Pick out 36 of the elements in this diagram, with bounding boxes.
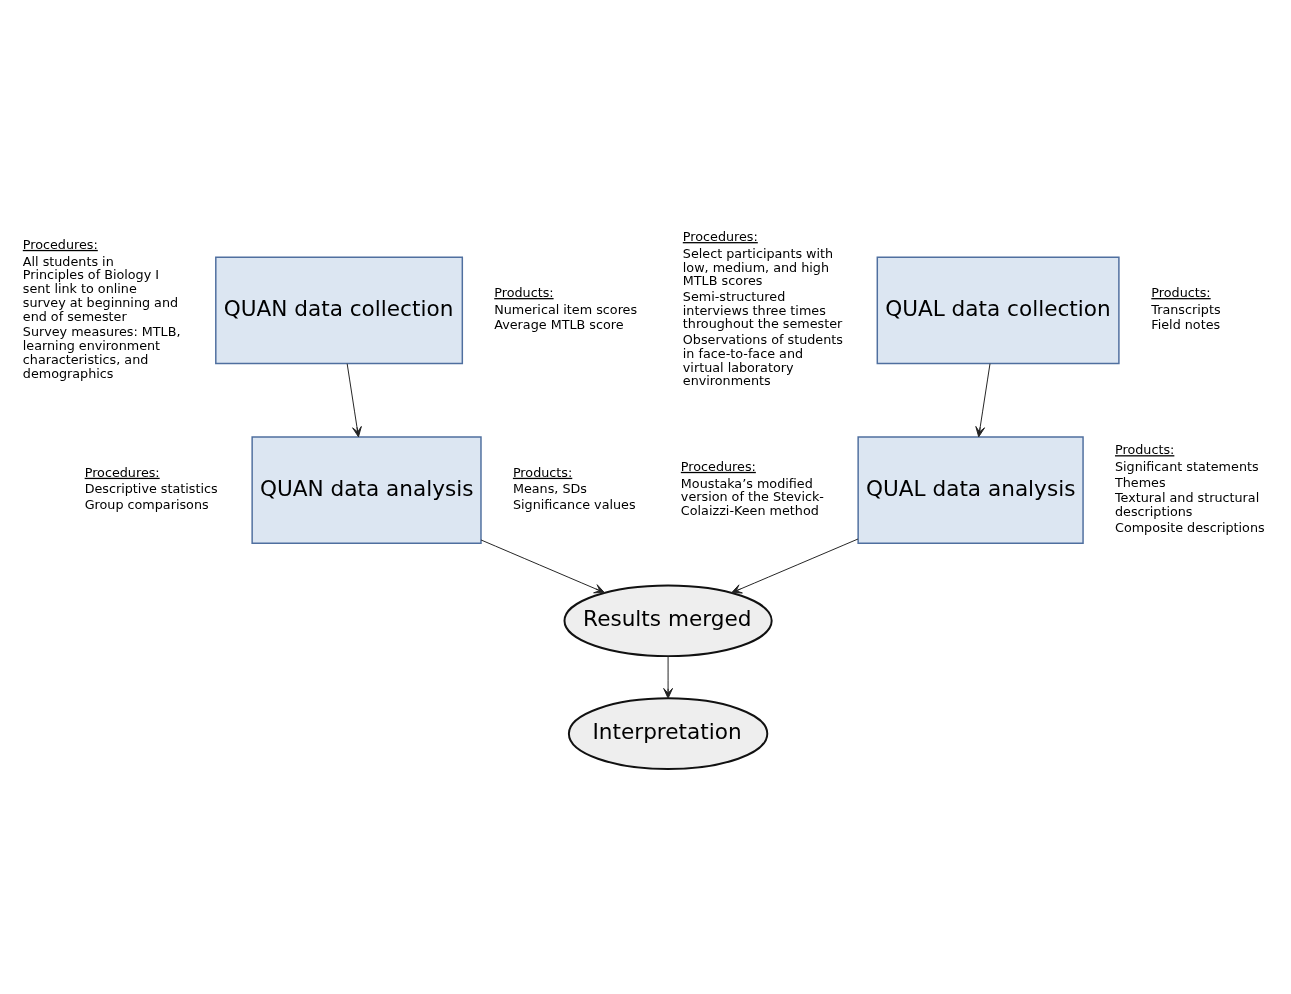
- node-box: QUAN data analysis: [251, 435, 482, 544]
- arrow: [346, 362, 362, 437]
- node-label: Composite descriptions: [1114, 519, 1265, 535]
- node-ellipse: Interpretation: [567, 696, 769, 770]
- node-label: Transcripts: [1151, 301, 1221, 317]
- node-label: Observations of students in face-to-face and virtual laboratory environments: [682, 331, 843, 388]
- node-label: Procedures:: [84, 464, 160, 480]
- node-label: Products:: [512, 464, 573, 480]
- arrow: [663, 655, 673, 699]
- node-label: Products:: [1151, 284, 1211, 300]
- node-label: Semi-structured interviews three times throughout the semester: [682, 288, 843, 331]
- arrow: [975, 362, 991, 437]
- node-label: Products:: [494, 284, 554, 300]
- node-label: Textural and structural descriptions: [1114, 489, 1260, 519]
- node-box: QUAL data analysis: [857, 435, 1084, 544]
- node-label: Significance values: [512, 496, 636, 512]
- node-label: Moustaka’s modified version of the Stevick-Colaizzi-Keen method: [680, 475, 824, 518]
- node-label: All students in Principles of Biology I sent link to online survey at beginning and end of semester: [22, 253, 179, 324]
- node-label: Average MTLB score: [494, 316, 624, 332]
- arrow: [480, 538, 605, 593]
- node-label: Survey measures: MTLB, learning environment characteristics, and demographics: [22, 323, 181, 381]
- node-label: Themes: [1114, 474, 1166, 490]
- node-label: Means, SDs: [512, 480, 587, 496]
- node-label: Procedures:: [22, 236, 98, 252]
- node-label: Descriptive statistics: [84, 480, 218, 496]
- node-label: Procedures:: [680, 458, 756, 474]
- node-label: Group comparisons: [84, 496, 209, 512]
- node-label: Products:: [1114, 441, 1175, 457]
- node-label: Select participants with low, medium, and high MTLB scores: [682, 245, 834, 288]
- node-label: Field notes: [1151, 316, 1221, 332]
- node-label: Significant statements: [1114, 458, 1259, 474]
- arrow: [731, 538, 859, 593]
- node-box: QUAL data collection: [876, 256, 1120, 364]
- node-label: Numerical item scores: [494, 301, 638, 317]
- node-box: QUAN data collection: [215, 256, 464, 364]
- node-label: Procedures:: [682, 228, 758, 244]
